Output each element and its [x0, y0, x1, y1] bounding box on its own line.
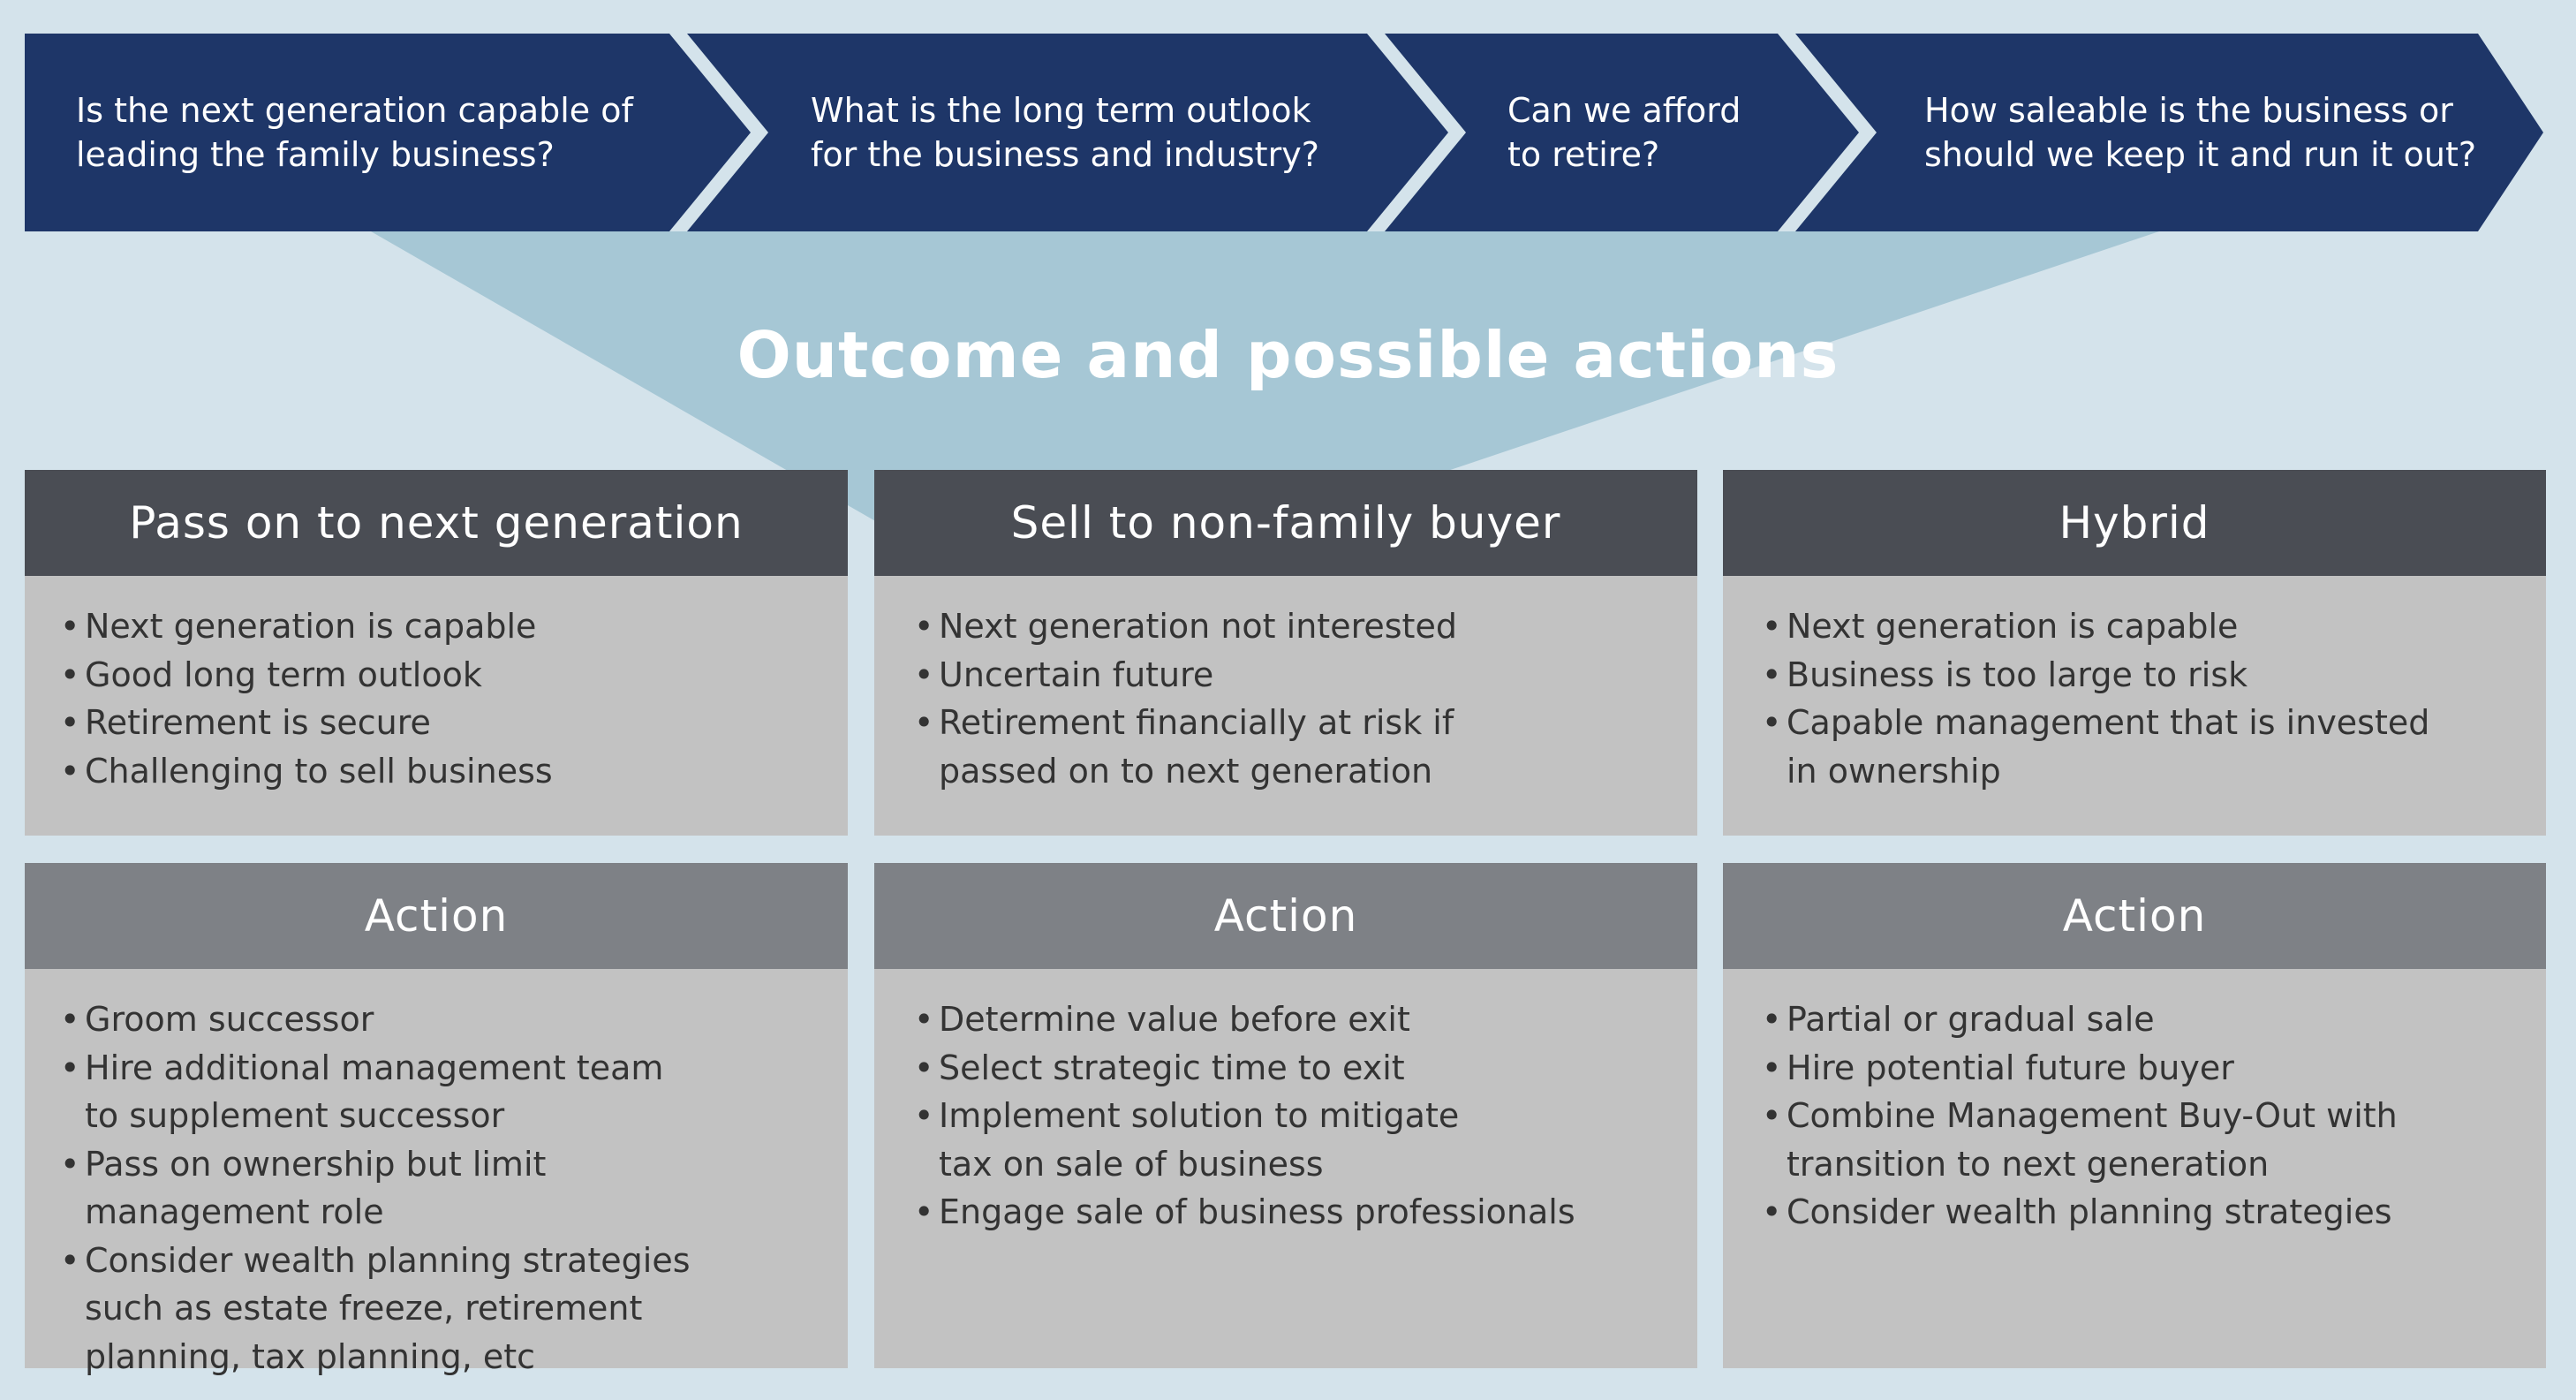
list-item: Next generation is capable [60, 602, 812, 651]
list-item: Consider wealth planning strategies [1762, 1188, 2431, 1237]
outcome-conditions-sell: Next generation not interested Uncertain… [874, 576, 1697, 836]
list-item: Good long term outlook [60, 651, 812, 700]
action-header-sell: Action [874, 863, 1697, 969]
action-header-pass-on: Action [25, 863, 848, 969]
outcome-header-sell: Sell to non-family buyer [874, 470, 1697, 576]
question-long-term-outlook: What is the long term outlook for the bu… [811, 91, 1319, 174]
funnel-shape [371, 231, 2159, 526]
list-item: Challenging to sell business [60, 747, 812, 796]
list-item: Combine Management Buy-Out with transiti… [1762, 1092, 2431, 1188]
list-item: Business is too large to risk [1762, 651, 2431, 700]
list-item: Next generation not interested [914, 602, 1583, 651]
list-item: Pass on ownership but limit management r… [60, 1140, 777, 1237]
list-item: Consider wealth planning strategies such… [60, 1237, 777, 1381]
list-item: Retirement financially at risk if passed… [914, 699, 1583, 795]
list-item: Uncertain future [914, 651, 1583, 700]
list-item: Next generation is capable [1762, 602, 2431, 651]
chevron-4 [1795, 34, 2543, 231]
outcome-title: Outcome and possible actions [737, 318, 1839, 392]
chevron-2 [687, 34, 1448, 231]
list-item: Groom successor [60, 995, 777, 1044]
list-item: Determine value before exit [914, 995, 1583, 1044]
list-item: Hire potential future buyer [1762, 1044, 2431, 1093]
outcome-header-pass-on: Pass on to next generation [25, 470, 848, 576]
question-capable-successor: Is the next generation capable of leadin… [76, 91, 633, 174]
list-item: Hire additional management team to suppl… [60, 1044, 777, 1140]
list-item: Capable management that is invested in o… [1762, 699, 2431, 795]
action-list-pass-on: Groom successor Hire additional manageme… [25, 969, 848, 1376]
action-header-hybrid: Action [1723, 863, 2546, 969]
outcome-header-hybrid: Hybrid [1723, 470, 2546, 576]
list-item: Partial or gradual sale [1762, 995, 2431, 1044]
list-item: Implement solution to mitigate tax on sa… [914, 1092, 1583, 1188]
action-list-sell: Determine value before exit Select strat… [874, 969, 1697, 1368]
action-list-hybrid: Partial or gradual sale Hire potential f… [1723, 969, 2546, 1368]
list-item: Select strategic time to exit [914, 1044, 1583, 1093]
chevron-3 [1385, 34, 1859, 231]
list-item: Engage sale of business professionals [914, 1188, 1583, 1237]
question-afford-retire: Can we afford to retire? [1507, 91, 1741, 174]
outcome-conditions-hybrid: Next generation is capable Business is t… [1723, 576, 2546, 836]
question-saleability: How saleable is the business or should w… [1924, 91, 2477, 174]
outcome-conditions-pass-on: Next generation is capable Good long ter… [25, 576, 848, 836]
list-item: Retirement is secure [60, 699, 812, 747]
chevron-1 [25, 34, 751, 231]
